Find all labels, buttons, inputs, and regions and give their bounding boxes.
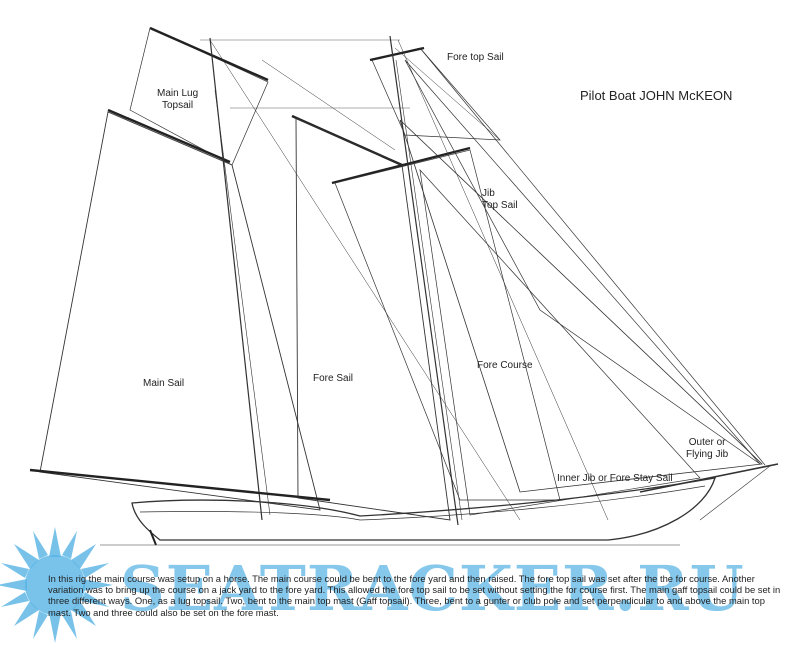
- hull: [131, 477, 716, 541]
- label-main-sail: Main Sail: [143, 378, 185, 389]
- bowsprit: [639, 463, 779, 493]
- label-inner-jib: Inner Jib or Fore Stay Sail: [557, 473, 673, 484]
- label-fore-top-sail: Fore top Sail: [447, 52, 504, 63]
- outer-jib: [399, 119, 763, 493]
- main-gaff: [107, 108, 231, 164]
- page-title: Pilot Boat JOHN McKEON: [580, 88, 733, 103]
- watermark-text: SEATRACKER.RU: [120, 552, 745, 625]
- label-jib-top-sail: Jib Top Sail: [482, 188, 518, 211]
- fore-sail: [295, 117, 451, 521]
- inner-jib: [419, 168, 701, 516]
- sunburst-logo: [0, 527, 113, 643]
- caption-text: In this rig the main course was setup on…: [48, 573, 781, 618]
- label-outer-jib: Outer or Flying Jib: [686, 437, 729, 460]
- label-fore-sail: Fore Sail: [313, 373, 354, 384]
- main-sail: [39, 111, 321, 511]
- label-fore-course: Fore Course: [477, 360, 533, 371]
- jib-top-sail: [404, 59, 761, 465]
- fore-yard: [331, 146, 471, 185]
- fore-mast: [389, 35, 459, 526]
- label-main-lug-topsail: Main Lug Topsail: [157, 88, 199, 111]
